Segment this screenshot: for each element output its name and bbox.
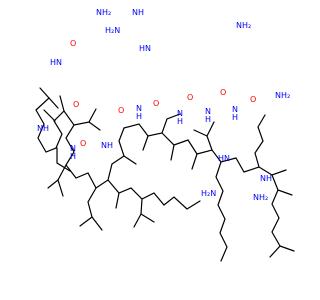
acetyl-oxygen-label: O bbox=[70, 39, 76, 48]
carbonyl-oxygen-label-6: O bbox=[220, 88, 226, 97]
bond-skeleton bbox=[35, 87, 295, 262]
guanidine-nh-label-1: NH bbox=[132, 8, 144, 17]
guanidine-nh2-label-2: NH₂ bbox=[253, 193, 268, 202]
carbonyl-oxygen-label-3: O bbox=[118, 106, 124, 115]
terminal-amide-nh2-label: NH₂ bbox=[275, 91, 290, 100]
amide-n-label-2: N bbox=[70, 144, 76, 153]
amide-nh-label-1: NH bbox=[37, 124, 49, 133]
carbonyl-oxygen-label-7: O bbox=[250, 95, 256, 104]
guanidine-nh2-label-1: NH₂ bbox=[96, 8, 111, 17]
peptide-structure: HN O NH O N H O NH O N H O N H O N H O N… bbox=[35, 8, 295, 262]
guanidine-h2n-label-1: H₂N bbox=[105, 26, 120, 35]
amide-h-label-6: H bbox=[205, 115, 211, 124]
amide-n-label-4: N bbox=[136, 104, 142, 113]
guanidine-hn-label-2: HN bbox=[218, 154, 230, 163]
amide-n-label-5: N bbox=[177, 109, 183, 118]
acetyl-nh-label: HN bbox=[50, 58, 62, 67]
guanidine-hn-label-1: HN bbox=[139, 44, 151, 53]
atom-labels: HN O NH O N H O NH O N H O N H O N H O N… bbox=[37, 8, 290, 202]
amide-nh-label-3: NH bbox=[101, 141, 113, 150]
amide-n-label-7: N bbox=[232, 105, 238, 114]
amide-h-label-7: H bbox=[232, 113, 238, 122]
carbonyl-oxygen-label-5: O bbox=[187, 93, 193, 102]
guanidine-nh-label-2: NH bbox=[260, 174, 272, 183]
amide-h-label-5: H bbox=[177, 117, 183, 126]
guanidine-h2n-label-2: H₂N bbox=[201, 189, 216, 198]
amide-h-label-2: H bbox=[70, 152, 76, 161]
carbonyl-oxygen-label-4: O bbox=[153, 99, 159, 108]
carbonyl-oxygen-label-2: O bbox=[80, 139, 86, 148]
lysine-nh2-label: NH₂ bbox=[236, 21, 251, 30]
amide-h-label-4: H bbox=[136, 112, 142, 121]
amide-n-label-6: N bbox=[205, 107, 211, 116]
carbonyl-oxygen-label-1: O bbox=[73, 100, 79, 109]
